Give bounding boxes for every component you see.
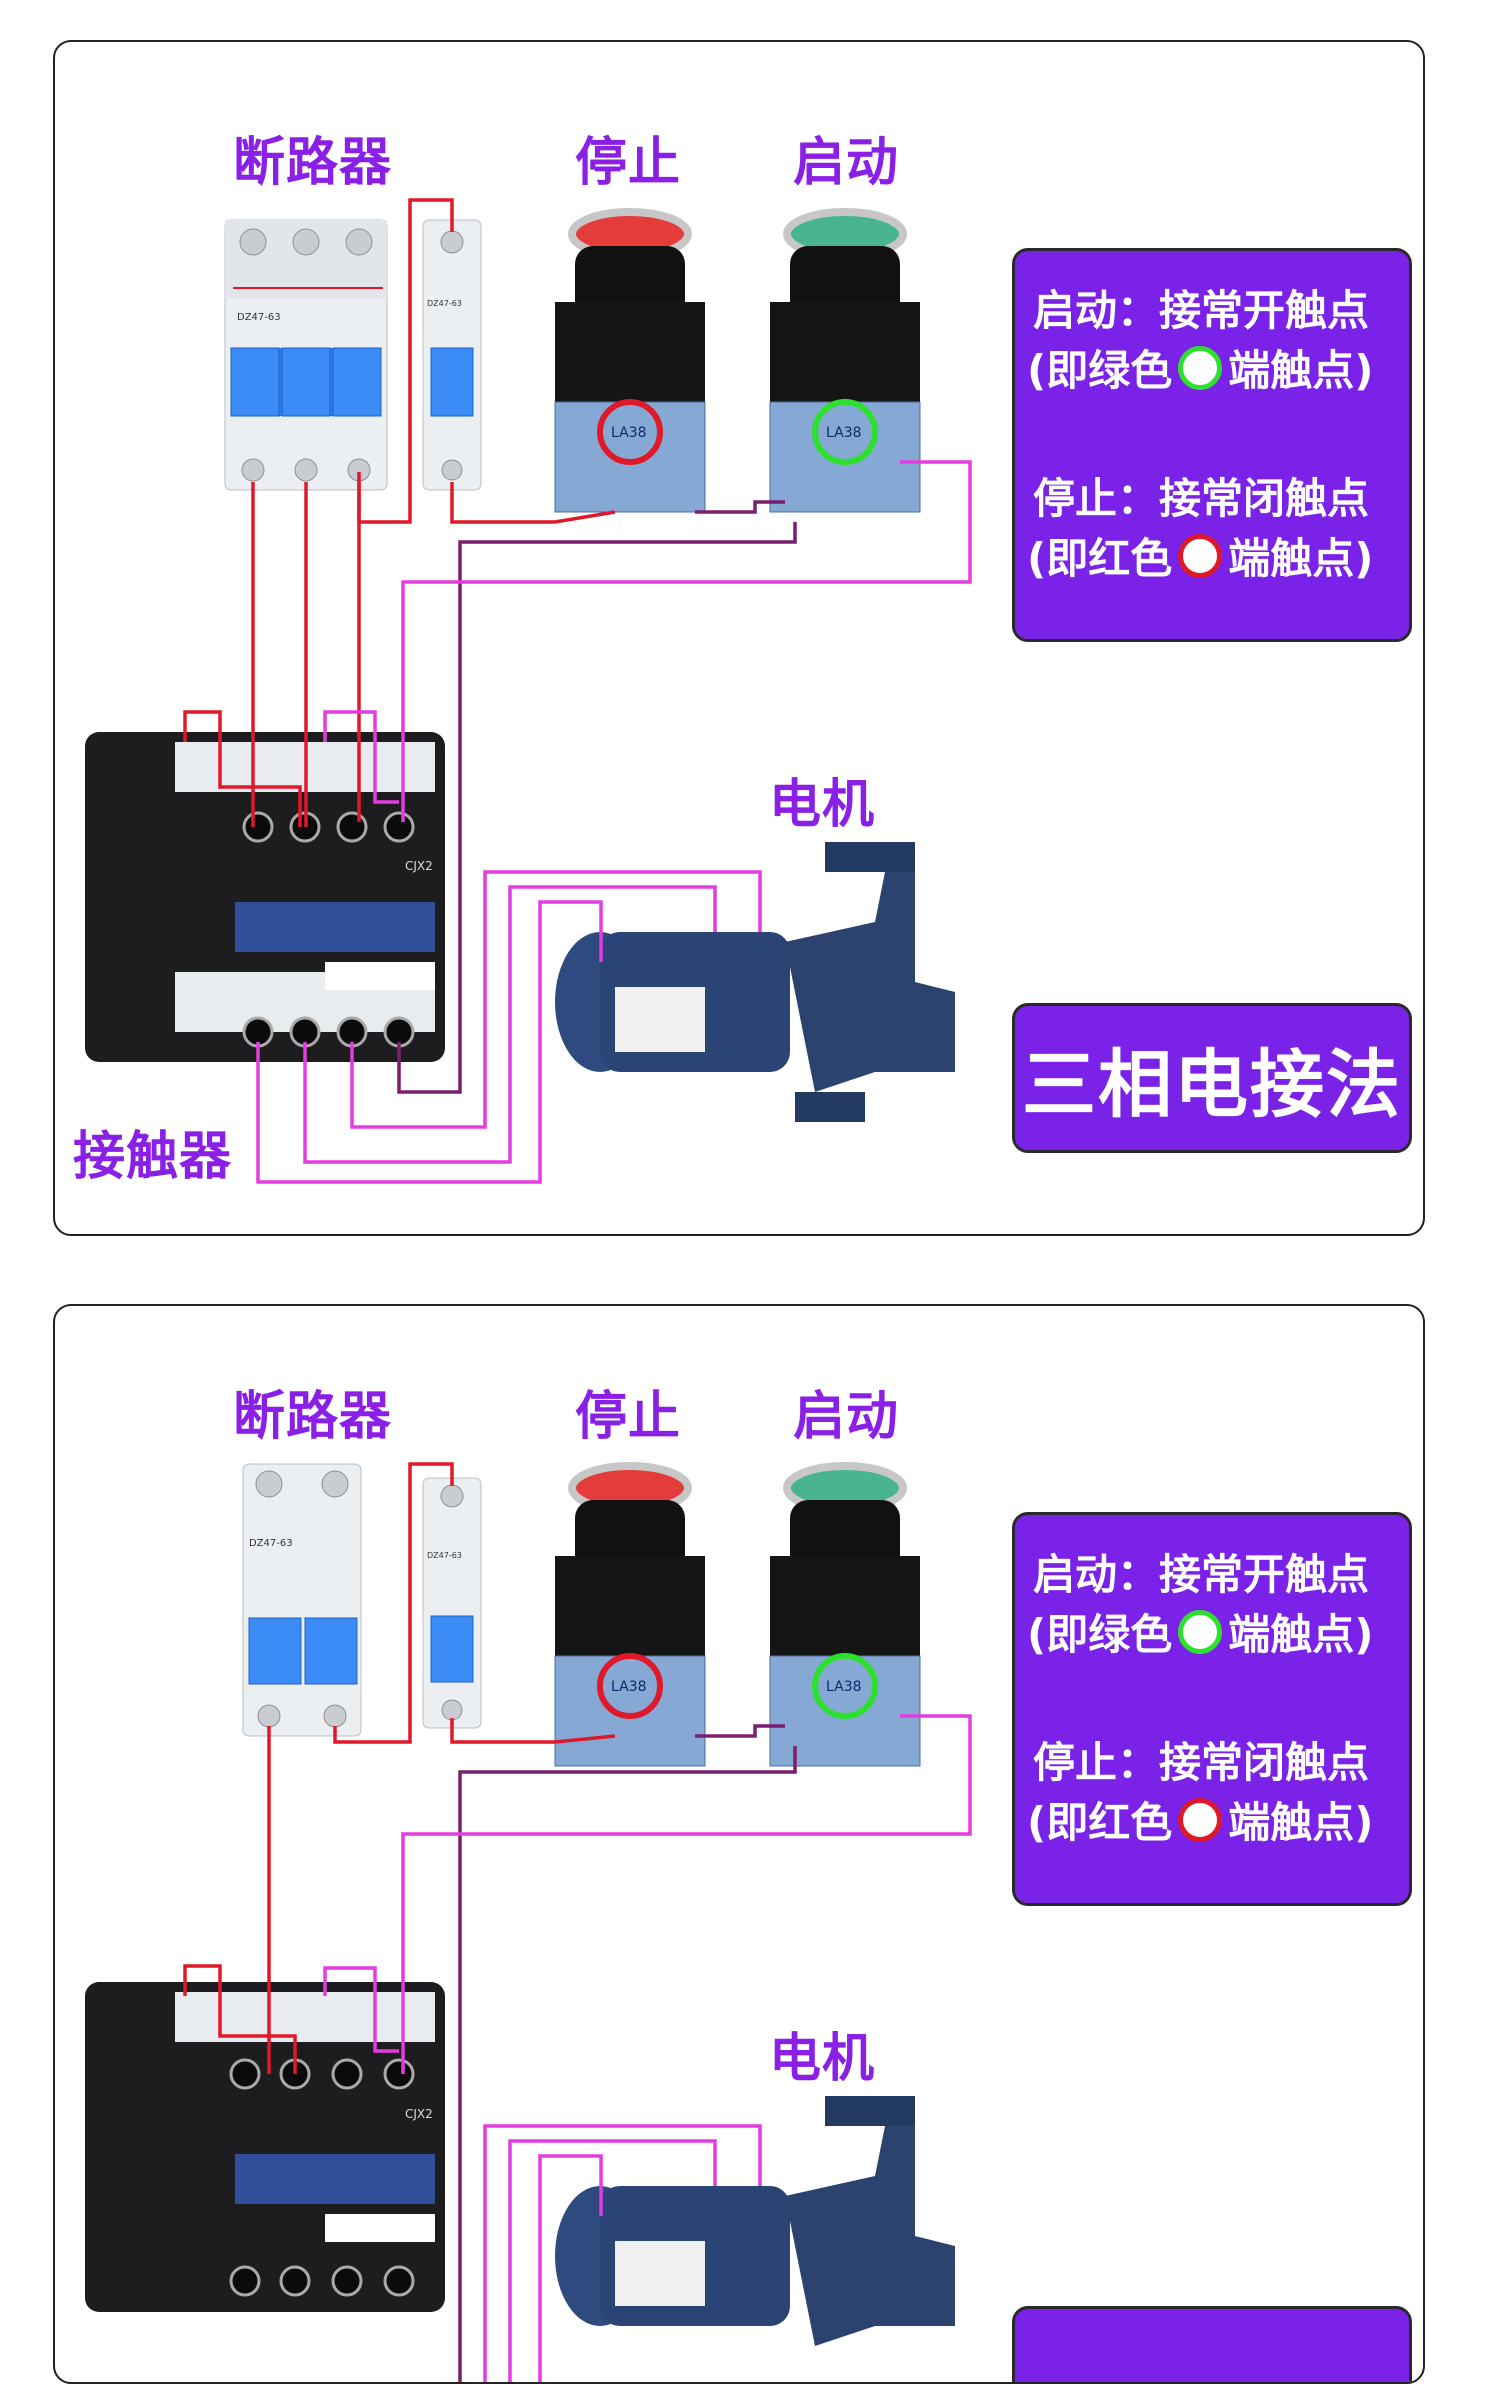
stop-button-device-2: LA38 <box>554 1462 706 1767</box>
wires-2 <box>183 1462 972 2382</box>
start-button-device: LA38 <box>769 208 921 513</box>
contact-info-box: 启动：接常开触点 (即绿色 端触点) 停止：接常闭触点 (即红色 端触点) <box>1012 248 1412 642</box>
motor-label: 电机 <box>769 775 876 835</box>
svg-text:CJX2: CJX2 <box>405 859 433 873</box>
start-rule-line: 启动：接常开触点 <box>1033 286 1370 335</box>
svg-text:DZ47-63: DZ47-63 <box>237 312 281 323</box>
start-detail-suffix-2: 端触点) <box>1228 1610 1374 1659</box>
breaker-label-2: 断路器 <box>233 1387 393 1447</box>
red-ring-icon <box>1178 533 1223 578</box>
svg-text:LA38: LA38 <box>826 425 862 441</box>
start-detail-prefix-2: (即绿色 <box>1027 1610 1173 1659</box>
stop-rule-detail-2: (即红色 端触点) <box>1027 1789 1373 1850</box>
wiring-diagram-2: DZ47-63 DZ47-63 LA38 <box>85 1462 972 2382</box>
svg-text:DZ47-63: DZ47-63 <box>427 1551 462 1560</box>
stop-label: 停止 <box>575 133 682 193</box>
stop-rule-line-2: 停止：接常闭触点 <box>1033 1738 1370 1787</box>
breaker-1p: DZ47-63 <box>422 219 482 491</box>
svg-text:CJX2: CJX2 <box>405 2107 433 2121</box>
stop-detail-prefix: (即红色 <box>1027 534 1173 583</box>
stop-rule-detail: (即红色 端触点) <box>1027 525 1373 586</box>
red-ring-icon-2 <box>1178 1797 1223 1842</box>
start-rule-detail: (即绿色 端触点) <box>1027 337 1373 398</box>
svg-text:DZ47-63: DZ47-63 <box>249 1538 293 1549</box>
svg-text:LA38: LA38 <box>826 1679 862 1695</box>
stop-detail-prefix-2: (即红色 <box>1027 1798 1173 1847</box>
start-button-device-2: LA38 <box>769 1462 921 1767</box>
start-detail-suffix: 端触点) <box>1228 346 1374 395</box>
stop-button-device: LA38 <box>554 208 706 513</box>
green-ring-icon <box>1178 345 1223 390</box>
motor-pump-device <box>555 842 955 1122</box>
breaker-2p: DZ47-63 <box>242 1463 362 1737</box>
start-detail-prefix: (即绿色 <box>1027 346 1173 395</box>
stop-detail-suffix: 端触点) <box>1228 534 1374 583</box>
motor-label-2: 电机 <box>769 2029 876 2089</box>
svg-text:DZ47-63: DZ47-63 <box>427 299 462 308</box>
wiring-panel-1: DZ47-63 DZ47-63 LA38 <box>53 40 1425 1236</box>
svg-text:LA38: LA38 <box>611 1679 647 1695</box>
stop-rule-line: 停止：接常闭触点 <box>1033 474 1370 523</box>
contactor-device-2: CJX2 <box>85 1982 445 2312</box>
three-phase-badge: 三相电接法 <box>1012 1003 1412 1153</box>
motor-pump-device-2 <box>555 2096 955 2346</box>
wiring-diagram-1: DZ47-63 DZ47-63 LA38 <box>85 198 972 1184</box>
breaker-3p: DZ47-63 <box>224 219 388 491</box>
stop-detail-suffix-2: 端触点) <box>1228 1798 1374 1847</box>
green-ring-icon-2 <box>1178 1609 1223 1654</box>
breaker-label: 断路器 <box>233 133 393 193</box>
stop-label-2: 停止 <box>575 1387 682 1447</box>
start-label-2: 启动 <box>793 1387 900 1447</box>
contactor-label: 接触器 <box>73 1127 233 1187</box>
start-rule-line-2: 启动：接常开触点 <box>1033 1550 1370 1599</box>
contact-info-box-2: 启动：接常开触点 (即绿色 端触点) 停止：接常闭触点 (即红色 端触点) <box>1012 1512 1412 1906</box>
badge-2 <box>1012 2306 1412 2382</box>
wiring-panel-2: DZ47-63 DZ47-63 LA38 <box>53 1304 1425 2384</box>
svg-text:LA38: LA38 <box>611 425 647 441</box>
wires <box>183 198 972 1184</box>
start-rule-detail-2: (即绿色 端触点) <box>1027 1601 1373 1662</box>
start-label: 启动 <box>793 133 900 193</box>
contactor-device: CJX2 <box>85 732 445 1062</box>
breaker-1p-2: DZ47-63 <box>422 1477 482 1729</box>
